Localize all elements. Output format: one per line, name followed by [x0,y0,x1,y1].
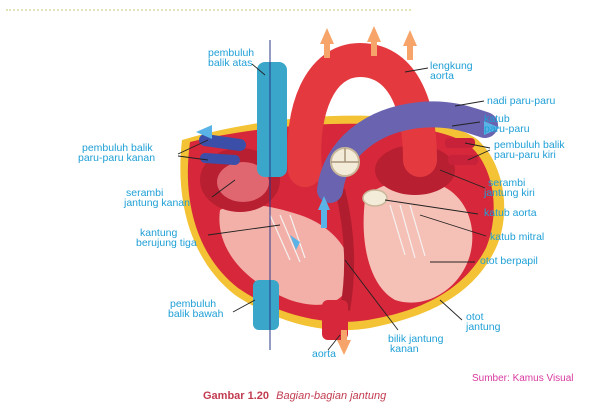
label-katub-paru-paru: katub paru-paru [484,113,530,135]
label-aorta: aorta [312,348,336,360]
label-pembuluh-balik-paru-kiri: pembuluh balik paru-paru kiri [494,139,568,161]
inferior-vena-cava [253,280,279,330]
figure-caption: Gambar 1.20 Bagian-bagian jantung [203,390,386,402]
right-pulmonary-veins [205,140,240,145]
left-pulmonary-vein-1 [445,138,475,148]
superior-vena-cava [257,62,287,177]
image-source: Sumber: Kamus Visual [472,373,574,384]
label-serambi-jantung-kiri: serambi jantung kiri [483,177,535,199]
figure-number: Gambar 1.20 [203,390,269,402]
label-otot-jantung: otot jantung [465,311,501,333]
label-katub-aorta: katub aorta [484,207,537,219]
right-pulmonary-veins-lower [205,158,235,160]
label-serambi-jantung-kanan: serambi jantung kanan [123,187,190,209]
label-katub-mitral: katub mitral [490,231,544,243]
label-otot-berpapil: otot berpapil [480,255,538,267]
label-pembuluh-balik-bawah: pembuluh balik bawah [168,298,224,320]
figure-title: Bagian-bagian jantung [276,390,386,402]
aortic-valve [363,190,387,206]
label-pembuluh-balik-atas: pembuluh balik atas [208,47,257,69]
heart-illustration [180,26,504,355]
label-lengkung-aorta: lengkung aorta [430,60,476,82]
label-bilik-jantung-kanan: bilik jantung kanan [388,333,446,355]
label-kantung-berujung-tiga: kantung berujung tiga [136,227,197,249]
label-pembuluh-balik-paru-kanan: pembuluh balik paru-paru kanan [78,142,156,164]
left-pulmonary-vein-2 [448,155,478,165]
label-nadi-paru-paru: nadi paru-paru [487,95,555,107]
